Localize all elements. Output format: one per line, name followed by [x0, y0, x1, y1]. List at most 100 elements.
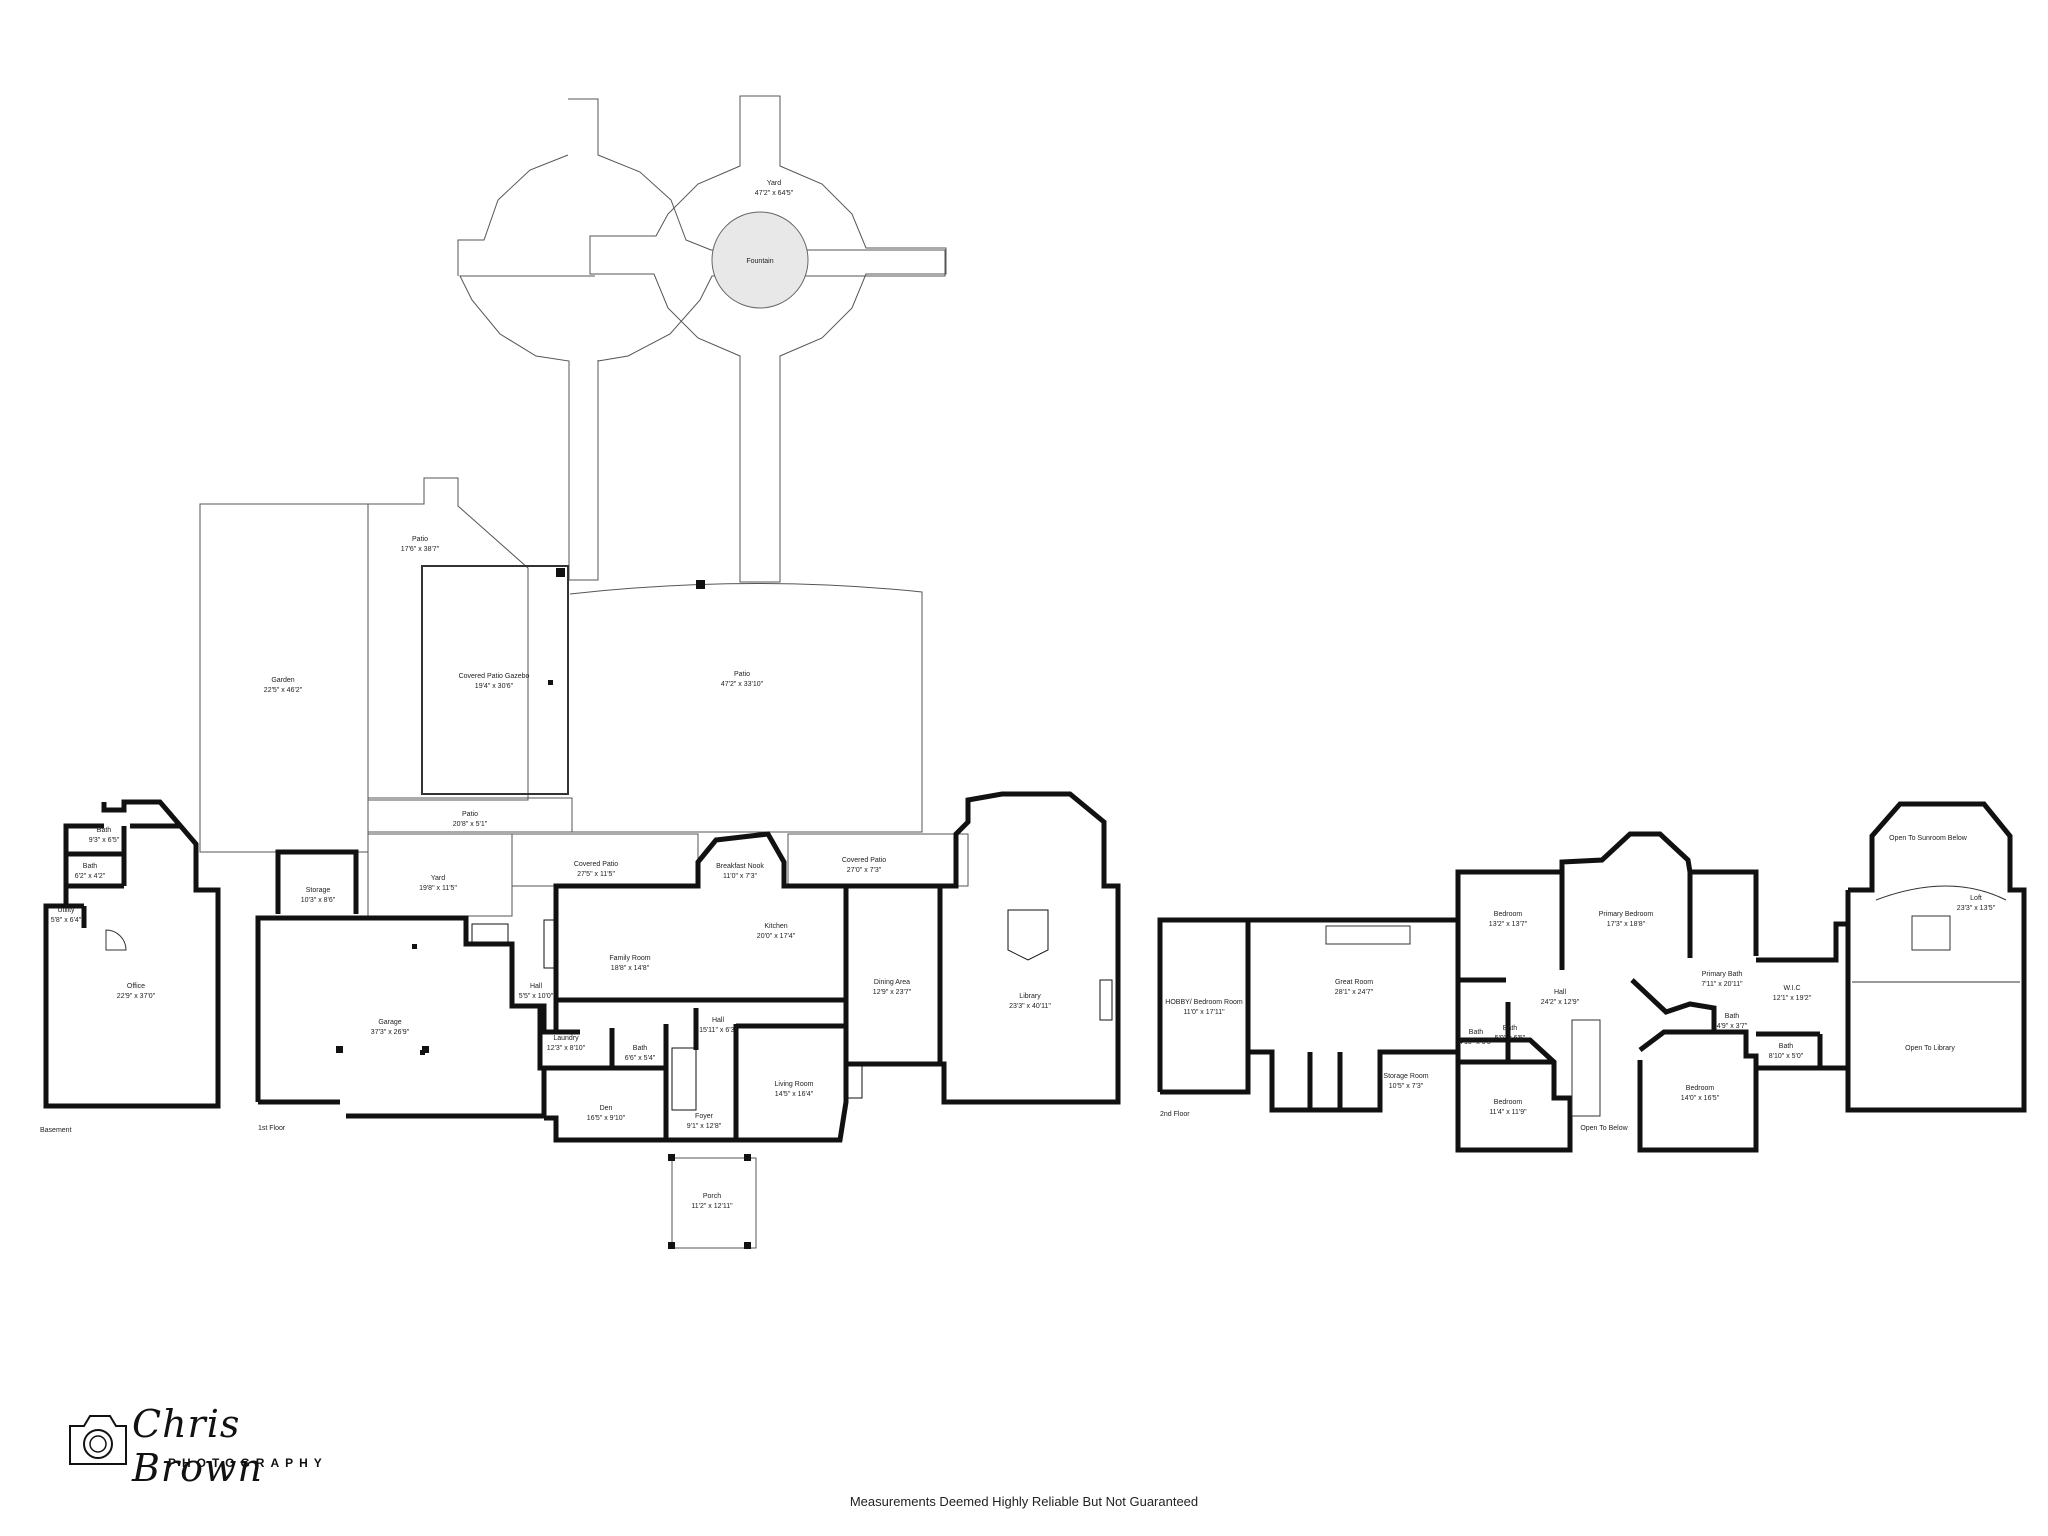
- room-dims: 27'5" x 11'5": [577, 871, 615, 878]
- room-dims: 28'1" x 24'7": [1335, 989, 1374, 996]
- gazebo-post: [548, 680, 553, 685]
- basement-walls: [43, 799, 221, 1109]
- room-label: Hall: [530, 983, 543, 990]
- patio-strip-outline: [367, 797, 573, 833]
- loft-walls: [1845, 801, 2027, 1113]
- room-dims: 4'9" x 3'7": [1717, 1023, 1748, 1030]
- room-label: Breakfast Nook: [716, 863, 764, 870]
- room-dims: 22'9" x 37'0": [117, 993, 156, 1000]
- gazebo-outline: [421, 565, 569, 795]
- room-dims: 22'5" x 46'2": [264, 687, 303, 694]
- camera-icon: [69, 1415, 127, 1465]
- room-label: Dining Area: [874, 979, 910, 986]
- room-dims: 11'2" x 12'11": [691, 1203, 733, 1210]
- room-label: Family Room: [609, 955, 650, 962]
- room-label: Bedroom: [1494, 1099, 1523, 1106]
- spiral-stair: [105, 929, 127, 951]
- stair: [1571, 1019, 1601, 1117]
- room-label: Storage Room: [1383, 1073, 1428, 1080]
- room-label: Covered Patio Gazebo: [459, 673, 530, 680]
- room-label: Den: [600, 1105, 613, 1112]
- room-label: Patio: [412, 536, 428, 543]
- logo-script-text: Chris Brown: [132, 1402, 263, 1490]
- outdoor-outlines: [199, 98, 969, 1249]
- room-label: Garage: [378, 1019, 401, 1026]
- room-dims: 12'3" x 8'10": [547, 1045, 586, 1052]
- room-dims: 8'10" x 5'0": [1769, 1053, 1804, 1060]
- hall-diag: [1630, 978, 1717, 1030]
- room-label: Foyer: [695, 1113, 714, 1120]
- room-dims: 23'3" x 40'11": [1009, 1003, 1051, 1010]
- covered-patio-1-outline: [511, 833, 699, 887]
- room-label: Bath: [1503, 1025, 1518, 1032]
- first-floor-details: [471, 909, 1113, 1111]
- room-dims: 12'9" x 23'7": [873, 989, 912, 996]
- fountain-shape: [711, 211, 809, 309]
- yard-ring: [457, 154, 569, 276]
- room-dims: 23'3" x 13'5": [1957, 905, 1996, 912]
- room-label: Porch: [703, 1193, 721, 1200]
- room-dims: 9'1" x 12'8": [687, 1123, 722, 1130]
- disclaimer: Measurements Deemed Highly Reliable But …: [849, 1494, 1199, 1509]
- room-dims: 11'0" x 17'11": [1183, 1009, 1225, 1016]
- room-label: Office: [127, 983, 145, 990]
- room-dims: 14'5" x 16'4": [775, 1091, 814, 1098]
- room-dims: 17'3" x 18'8": [1607, 921, 1646, 928]
- room-label: Library: [1019, 993, 1041, 1000]
- room-dims: 47'2" x 64'5": [755, 190, 794, 197]
- room-label: Open To Sunroom Below: [1889, 835, 1968, 842]
- room-label: Living Room: [775, 1081, 814, 1088]
- room-dims: 4'10" x 6'5": [1459, 1039, 1494, 1046]
- stair: [1325, 925, 1411, 945]
- room-dims: 19'8" x 11'5": [419, 885, 457, 892]
- room-label: Storage: [306, 887, 331, 894]
- great-room-walls: [1248, 917, 1461, 1113]
- yard-shape: [472, 99, 945, 580]
- bedroom-right: [1637, 1029, 1759, 1153]
- house-outline: [512, 791, 1121, 1143]
- wic-walls: [1756, 921, 1851, 1071]
- room-label: Loft: [1970, 895, 1982, 902]
- room-dims: 20'0" x 17'4": [757, 933, 796, 940]
- yard-octagon: [459, 98, 946, 581]
- room-label: Garden: [271, 677, 294, 684]
- spiral-stair: [1007, 909, 1049, 961]
- room-label: Open To Below: [1580, 1125, 1628, 1132]
- stair: [671, 1047, 697, 1111]
- room-dims: 47'2" x 33'10": [721, 681, 764, 688]
- patio-left-outline: [367, 477, 529, 801]
- room-label: Bath: [1469, 1029, 1484, 1036]
- room-label: W.I.C: [1783, 985, 1800, 992]
- room-dims: 18'8" x 14'8": [611, 965, 650, 972]
- room-label: Primary Bedroom: [1599, 911, 1654, 918]
- room-label: Patio: [462, 811, 478, 818]
- room-dims: 19'4" x 30'6": [475, 683, 514, 690]
- room-label: Utility: [57, 907, 75, 914]
- floor-label-basement: Basement: [40, 1127, 72, 1134]
- stair: [471, 923, 509, 945]
- room-dims: 16'5" x 9'10": [587, 1115, 626, 1122]
- room-label: Covered Patio: [574, 861, 618, 868]
- room-dims: 20'8" x 5'1": [453, 821, 488, 828]
- fireplace: [1099, 979, 1113, 1021]
- room-label: HOBBY/ Bedroom Room: [1165, 999, 1243, 1006]
- floor-label-first: 1st Floor: [258, 1125, 286, 1132]
- room-label: Bath: [83, 863, 98, 870]
- room-label: Bath: [633, 1045, 648, 1052]
- second-floor-walls: [1157, 801, 2027, 1153]
- basement-outline: [43, 799, 221, 1109]
- room-label: Hall: [1554, 989, 1567, 996]
- room-dims: 11'0" x 7'3": [723, 873, 757, 880]
- room-label: Bedroom: [1686, 1085, 1715, 1092]
- logo-sub-text: PHOTOGRAPHY: [168, 1456, 328, 1470]
- loft-curve: [1875, 885, 2007, 901]
- room-dims: 12'1" x 19'2": [1773, 995, 1812, 1002]
- photographer-logo: Chris Brown PHOTOGRAPHY: [62, 1400, 352, 1490]
- room-dims: 5'5" x 10'0": [519, 993, 554, 1000]
- room-label: Yard: [431, 875, 445, 882]
- gazebo-post: [556, 568, 565, 577]
- hobby-walls: [1157, 917, 1251, 1095]
- room-labels: Yard 47'2" x 64'5" Fountain Patio 17'6" …: [51, 180, 1996, 1210]
- room-label: Bath: [97, 827, 112, 834]
- room-label: Bath: [1779, 1043, 1794, 1050]
